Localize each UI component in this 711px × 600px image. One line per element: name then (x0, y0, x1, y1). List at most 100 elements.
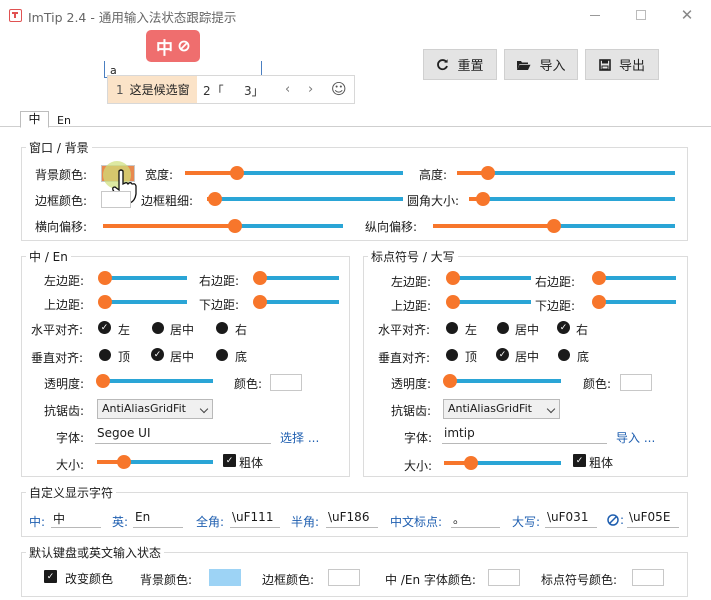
default-border-color-swatch[interactable] (328, 569, 360, 586)
zh-bottom-label: 下边距: (199, 298, 240, 312)
maximize-button[interactable] (618, 0, 664, 30)
custom-full-field[interactable]: \uF111 (230, 510, 280, 528)
zh-aa-label: 抗锯齿: (44, 404, 85, 418)
p-valign-bottom-label: 底 (577, 350, 590, 364)
change-color-label: 改变颜色 (65, 572, 114, 586)
radius-label: 圆角大小: (407, 194, 460, 208)
candidate-item-1[interactable]: 1 这是候选窗 (108, 76, 197, 103)
p-color-swatch[interactable] (620, 374, 652, 391)
zh-halign-right-radio[interactable] (216, 322, 228, 334)
zh-halign-center-radio[interactable] (152, 322, 164, 334)
default-zh-font-color-swatch[interactable] (488, 569, 520, 586)
custom-caps-field[interactable]: \uF031 (545, 510, 597, 528)
close-button[interactable]: ✕ (664, 0, 710, 30)
zh-top-slider[interactable] (98, 295, 187, 309)
folder-open-icon (517, 60, 531, 70)
p-opacity-slider[interactable] (442, 374, 561, 388)
border-color-swatch[interactable] (101, 191, 131, 208)
disabled-icon (178, 40, 190, 52)
candidate-text: 这是候选窗 (129, 83, 190, 97)
import-label: 导入 (539, 59, 566, 74)
import-button[interactable]: 导入 (504, 49, 578, 80)
border-width-slider[interactable] (207, 192, 403, 206)
p-left-slider[interactable] (446, 271, 531, 285)
custom-half-field[interactable]: \uF186 (326, 510, 378, 528)
p-halign-left-radio[interactable] (446, 322, 458, 334)
default-bg-color-swatch[interactable] (209, 569, 241, 586)
window-title: ImTip 2.4 - 通用输入法状态跟踪提示 (28, 10, 237, 25)
radius-slider[interactable] (469, 192, 675, 206)
zh-color-label: 颜色: (234, 377, 263, 391)
zh-valign-bottom-radio[interactable] (216, 349, 228, 361)
default-bg-color-label: 背景颜色: (140, 573, 193, 587)
custom-en-field[interactable]: En (133, 510, 183, 528)
zh-opacity-slider[interactable] (95, 374, 213, 388)
p-halign-center-radio[interactable] (497, 322, 509, 334)
zh-font-field[interactable]: Segoe UI (95, 426, 271, 444)
preview-badge: 中 (146, 30, 200, 62)
zh-halign-right-label: 右 (235, 323, 248, 337)
change-color-checkbox[interactable]: ✓ (44, 570, 57, 583)
height-slider[interactable] (457, 166, 675, 180)
v-offset-label: 纵向偏移: (365, 220, 418, 234)
p-valign-top-radio[interactable] (446, 349, 458, 361)
zh-opacity-label: 透明度: (44, 377, 85, 391)
p-color-label: 颜色: (583, 377, 612, 391)
save-icon (599, 58, 611, 71)
custom-full-label: 全角: (196, 515, 225, 529)
minimize-button[interactable] (572, 0, 618, 30)
zh-aa-value: AntiAliasGridFit (102, 402, 186, 415)
custom-zh-field[interactable]: 中 (51, 510, 101, 528)
p-valign-center-radio[interactable]: ✓ (496, 348, 509, 361)
zh-valign-bottom-label: 底 (235, 350, 248, 364)
tab-divider (0, 126, 711, 127)
p-top-slider[interactable] (446, 295, 531, 309)
tab-en[interactable]: En (57, 114, 71, 127)
tab-zh[interactable]: 中 (20, 111, 49, 128)
zh-color-swatch[interactable] (270, 374, 302, 391)
custom-disabled-field[interactable]: \uF05E (627, 510, 679, 528)
chevron-right-icon[interactable]: › (308, 82, 314, 97)
candidate-item-2[interactable]: 2「 (203, 84, 225, 98)
custom-punct-label: 中文标点: (390, 515, 443, 529)
export-button[interactable]: 导出 (585, 49, 659, 80)
v-offset-slider[interactable] (433, 219, 675, 233)
zh-halign-left-radio[interactable]: ✓ (98, 321, 111, 334)
zh-font-select-link[interactable]: 选择 ... (280, 431, 320, 445)
p-bottom-slider[interactable] (591, 295, 676, 309)
default-border-color-label: 边框颜色: (262, 573, 315, 587)
width-slider[interactable] (185, 166, 403, 180)
zh-left-slider[interactable] (98, 271, 187, 285)
zh-size-slider[interactable] (97, 455, 213, 469)
zh-valign-center-radio[interactable]: ✓ (151, 348, 164, 361)
p-top-label: 上边距: (391, 299, 432, 313)
p-right-slider[interactable] (591, 271, 676, 285)
export-label: 导出 (618, 59, 645, 74)
zh-bold-checkbox[interactable]: ✓ (223, 454, 236, 467)
h-offset-slider[interactable] (103, 219, 343, 233)
zh-aa-select[interactable]: AntiAliasGridFit (97, 399, 213, 419)
zh-valign-top-radio[interactable] (99, 349, 111, 361)
close-icon: ✕ (680, 6, 694, 24)
reset-button[interactable]: 重置 (423, 49, 497, 80)
p-font-field[interactable]: imtip (442, 426, 607, 444)
zh-bottom-slider[interactable] (253, 295, 339, 309)
custom-half-label: 半角: (291, 515, 320, 529)
default-punct-color-label: 标点符号颜色: (541, 573, 618, 587)
p-font-import-link[interactable]: 导入 ... (616, 431, 656, 445)
p-size-slider[interactable] (444, 456, 561, 470)
p-left-label: 左边距: (391, 275, 432, 289)
p-bold-label: 粗体 (589, 456, 614, 470)
zh-valign-center-label: 居中 (170, 350, 195, 364)
p-valign-bottom-radio[interactable] (558, 349, 570, 361)
zh-right-slider[interactable] (253, 271, 339, 285)
chevron-left-icon[interactable]: ‹ (285, 82, 291, 97)
p-halign-right-radio[interactable]: ✓ (557, 321, 570, 334)
custom-punct-field[interactable]: 。 (451, 510, 500, 528)
candidate-item-3[interactable]: 3」 (244, 84, 264, 98)
p-bold-checkbox[interactable]: ✓ (573, 454, 586, 467)
emoji-icon[interactable]: ☺ (331, 80, 347, 98)
p-aa-select[interactable]: AntiAliasGridFit (443, 399, 560, 419)
default-punct-color-swatch[interactable] (632, 569, 664, 586)
p-aa-value: AntiAliasGridFit (448, 402, 532, 415)
